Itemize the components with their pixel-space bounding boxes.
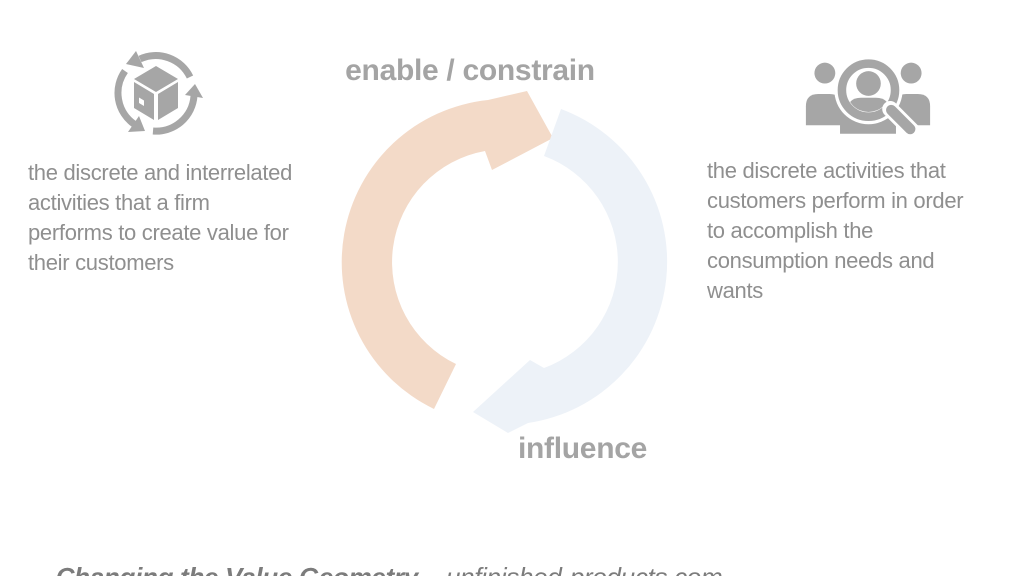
customer-analysis-icon <box>805 56 931 139</box>
magnifier-glyph <box>834 56 921 139</box>
cycle-arrows-glyph <box>114 51 203 135</box>
footer-site: – unfinished-products.com <box>425 562 723 576</box>
cycle-diagram <box>341 91 668 433</box>
product-cycle-icon <box>114 51 203 135</box>
relationship-label-top: enable / constrain <box>345 54 595 87</box>
customer-activities-description: the discrete activities that customers p… <box>707 158 964 303</box>
customer-to-firm-arrow <box>473 109 668 433</box>
footer-title: Changing the Value Geometry <box>56 562 425 576</box>
firm-to-customer-arrow <box>341 91 553 409</box>
package-box-glyph <box>134 66 178 120</box>
firm-activities-description: the discrete and interrelated activities… <box>28 160 293 275</box>
relationship-label-bottom: influence <box>518 432 647 465</box>
footer: Changing the Value Geometry – unfinished… <box>28 531 723 576</box>
